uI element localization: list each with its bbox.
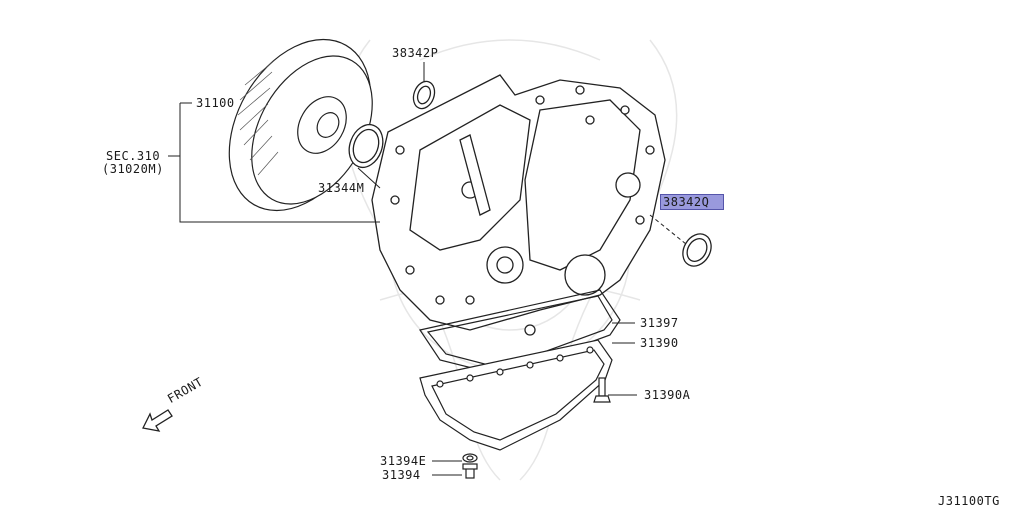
label-31390: 31390 xyxy=(640,336,679,350)
drain-plug-31394 xyxy=(462,463,478,479)
label-31020M: (31020M) xyxy=(102,162,164,176)
label-31394: 31394 xyxy=(382,468,421,482)
label-31394E: 31394E xyxy=(380,454,427,468)
label-sec310: SEC.310 xyxy=(106,149,161,163)
label-38342P: 38342P xyxy=(392,46,439,60)
front-arrow-icon xyxy=(142,409,173,432)
figure-code: J31100TG xyxy=(938,494,1000,508)
transmission-case xyxy=(371,74,666,336)
seal-38342Q xyxy=(682,233,712,267)
label-31100: 31100 xyxy=(196,96,235,110)
label-31397: 31397 xyxy=(640,316,679,330)
gasket-31397 xyxy=(419,289,621,376)
bolt-31390A xyxy=(593,377,611,403)
oil-pan-31390 xyxy=(419,339,613,451)
seal-31344M xyxy=(348,123,384,169)
leader-lines xyxy=(168,62,687,476)
label-31344M: 31344M xyxy=(318,181,365,195)
label-38342Q: 38342Q xyxy=(660,194,724,210)
seal-38342P xyxy=(412,80,436,110)
torque-converter-31100 xyxy=(228,38,373,212)
label-31390A: 31390A xyxy=(644,388,691,402)
washer-31394E xyxy=(462,453,478,463)
